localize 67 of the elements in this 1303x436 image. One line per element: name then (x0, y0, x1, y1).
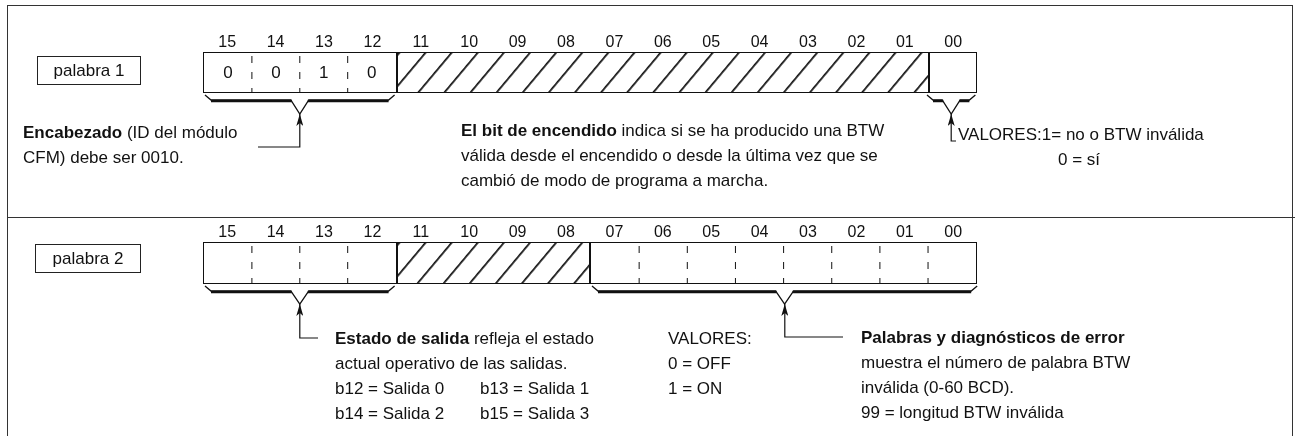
bit-assignment-text: b13 = Salida 1 (480, 378, 591, 400)
bit-value: 0 (222, 61, 234, 84)
annotation-text: muestra el número de palabra BTW inválida (0-60 BCD). (861, 352, 1132, 399)
bit-number: 01 (894, 222, 915, 242)
bit-number: 15 (217, 222, 238, 242)
register-field (590, 242, 978, 284)
bit-number: 13 (314, 222, 334, 242)
bit-number: 14 (265, 222, 286, 242)
bit-assignment-text: b14 = Salida 2 (335, 403, 446, 425)
bit-number: 12 (362, 32, 383, 52)
bit-number: 12 (362, 222, 383, 242)
bit-number: 00 (943, 32, 964, 52)
word-tag: palabra 2 (35, 244, 141, 273)
bit-number: 04 (749, 32, 770, 52)
bit-number: 11 (411, 222, 431, 242)
bit-number: 02 (846, 222, 867, 242)
bit-number: 10 (459, 222, 480, 242)
value-text: VALORES: (668, 328, 752, 350)
value-text: 0 = sí (1057, 149, 1102, 171)
bit-number: 00 (943, 222, 964, 242)
bit-value: 1 (318, 61, 330, 84)
annotation-text: 99 = longitud BTW inválida (861, 402, 1065, 424)
bit-number: 03 (798, 222, 818, 242)
bit-number: 02 (846, 32, 867, 52)
bit-assignment-text: b12 = Salida 0 (335, 378, 446, 400)
bit-number: 10 (459, 32, 480, 52)
bit-number: 05 (701, 32, 722, 52)
bit-number: 09 (507, 222, 528, 242)
annotation-text: Encabezado (ID del módulo CFM) debe ser 0010. (23, 120, 258, 170)
leader-line (296, 303, 319, 339)
annotation-heading: Palabras y diagnósticos de error (861, 327, 1126, 349)
bit-number: 04 (749, 222, 770, 242)
value-text: VALORES:1= no o BTW inválida (958, 124, 1205, 146)
hatched-field (396, 52, 929, 93)
bit-number: 09 (507, 32, 528, 52)
brace (205, 286, 395, 304)
hatched-field (396, 242, 591, 284)
word-tag: palabra 1 (37, 56, 141, 85)
bit-number: 15 (217, 32, 238, 52)
bit-number: 06 (652, 32, 673, 52)
bit-number: 08 (556, 32, 576, 52)
bit-number: 11 (411, 32, 431, 52)
bit-value: 0 (365, 61, 378, 84)
bit-number: 05 (701, 222, 722, 242)
note-text: El bit de encendido indica si se ha producido una BTW válida desde el encendido o desde la última vez que se cambió de modo de programa a marcha. (461, 120, 886, 192)
bit-number: 13 (314, 32, 334, 52)
register-field (203, 52, 397, 93)
bit-assignment-text: b15 = Salida 3 (480, 403, 591, 425)
bit-number: 06 (652, 222, 673, 242)
bit-number: 07 (604, 32, 625, 52)
bit-number: 03 (798, 32, 818, 52)
brace (592, 286, 978, 304)
value-text: 1 = ON (668, 378, 723, 400)
brace (205, 95, 395, 114)
bit-number: 01 (894, 32, 915, 52)
annotation-text: Estado de salida refleja el estado actual operativo de las salidas. (335, 328, 595, 375)
bit-number: 07 (604, 222, 625, 242)
register-field (203, 242, 397, 284)
bit-number: 08 (556, 222, 576, 242)
bit-number: 14 (265, 32, 286, 52)
leader-line (947, 113, 957, 142)
register-field (929, 52, 978, 93)
brace (927, 95, 976, 114)
bit-value: 0 (270, 61, 282, 84)
leader-line (257, 113, 304, 148)
leader-line (781, 303, 844, 338)
value-text: 0 = OFF (668, 353, 731, 375)
